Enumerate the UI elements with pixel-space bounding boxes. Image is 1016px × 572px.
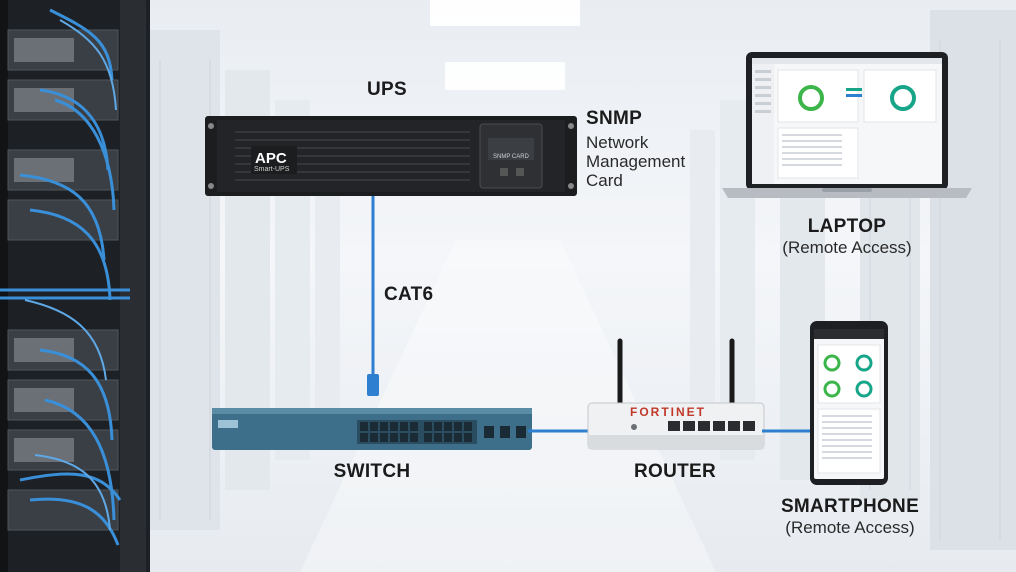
ups-model: Smart-UPS [254, 166, 290, 173]
snmp-title: SNMP [586, 108, 643, 129]
router-brand: FORTINET [630, 405, 706, 419]
laptop-label: LAPTOP [807, 216, 887, 237]
laptop-device [722, 52, 972, 198]
snmp-line-card: Card [586, 171, 623, 190]
ups-brand: APC [255, 150, 287, 167]
router-device [587, 338, 765, 450]
router-label: ROUTER [633, 461, 717, 482]
laptop-sublabel: (Remote Access) [782, 238, 912, 257]
network-switch [212, 408, 532, 450]
switch-label: SWITCH [333, 461, 411, 482]
smartphone-device [810, 321, 888, 485]
router-phone-cable [762, 429, 814, 433]
cat6-cable [367, 196, 379, 396]
cable-label: CAT6 [384, 284, 434, 305]
snmp-line-network: Network [586, 133, 649, 152]
rj45-connector [367, 374, 379, 396]
switch-router-cable [528, 429, 592, 433]
snmp-line-management: Management [586, 152, 686, 171]
ups-label: UPS [367, 79, 407, 100]
server-rack [0, 0, 150, 572]
smartphone-label: SMARTPHONE [780, 496, 920, 517]
snmp-card-label: SNMP CARD [493, 154, 529, 160]
ups-device [205, 116, 577, 196]
smartphone-sublabel: (Remote Access) [785, 518, 915, 537]
